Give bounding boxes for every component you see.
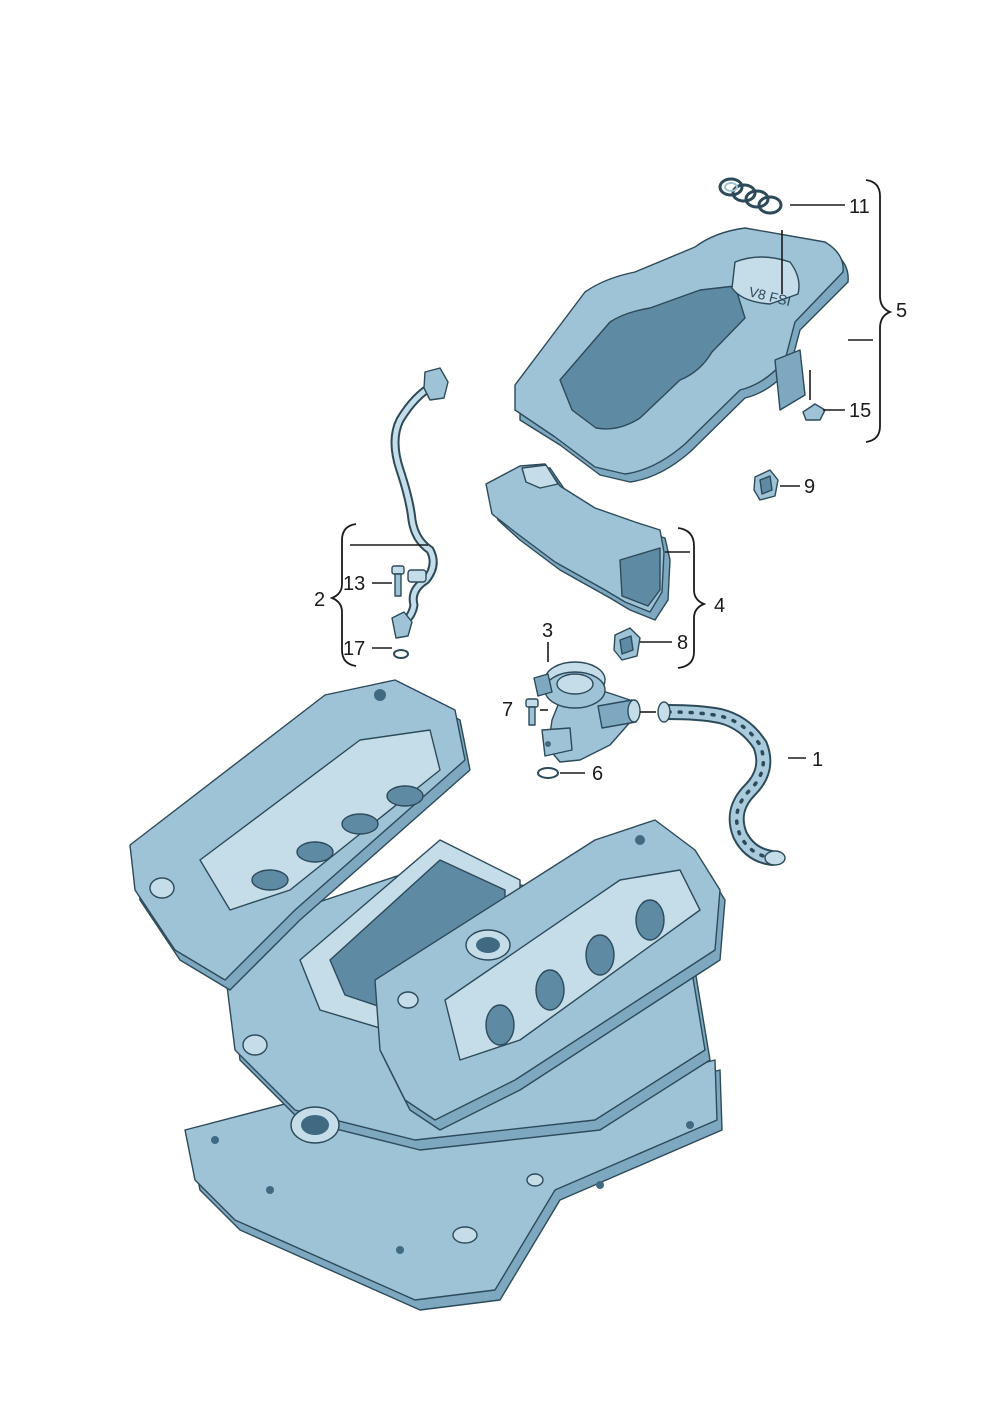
emblem-rings	[718, 177, 783, 215]
braces	[329, 179, 893, 669]
callout-15: 15	[849, 400, 871, 422]
clip-8	[613, 627, 641, 661]
callouts: 1 2 3 4 5 6 7 8 9 11 13 15 17	[314, 196, 907, 785]
seal-6	[537, 767, 559, 779]
engine-block	[129, 679, 726, 1311]
bolt-13	[391, 565, 405, 597]
bolt-7	[525, 698, 539, 726]
callout-2: 2	[314, 589, 325, 611]
callout-11: 11	[849, 196, 870, 218]
callout-6: 6	[592, 763, 603, 785]
callout-3: 3	[542, 620, 553, 642]
clip-9	[753, 469, 779, 501]
pressure-valve	[533, 661, 641, 763]
grommet	[802, 403, 826, 421]
engine-cover: V8 FSI	[514, 227, 849, 483]
oil-line	[390, 367, 449, 639]
callout-1: 1	[812, 749, 823, 771]
callout-4: 4	[714, 595, 725, 617]
lower-cover	[485, 463, 671, 621]
callout-17: 17	[343, 638, 365, 660]
callout-9: 9	[804, 476, 815, 498]
callout-5: 5	[896, 300, 907, 322]
leader-lines	[350, 204, 873, 774]
seal-17	[393, 649, 409, 659]
callout-8: 8	[677, 632, 688, 654]
callout-13: 13	[343, 573, 365, 595]
callout-7: 7	[502, 699, 513, 721]
breather-hose	[657, 701, 786, 866]
